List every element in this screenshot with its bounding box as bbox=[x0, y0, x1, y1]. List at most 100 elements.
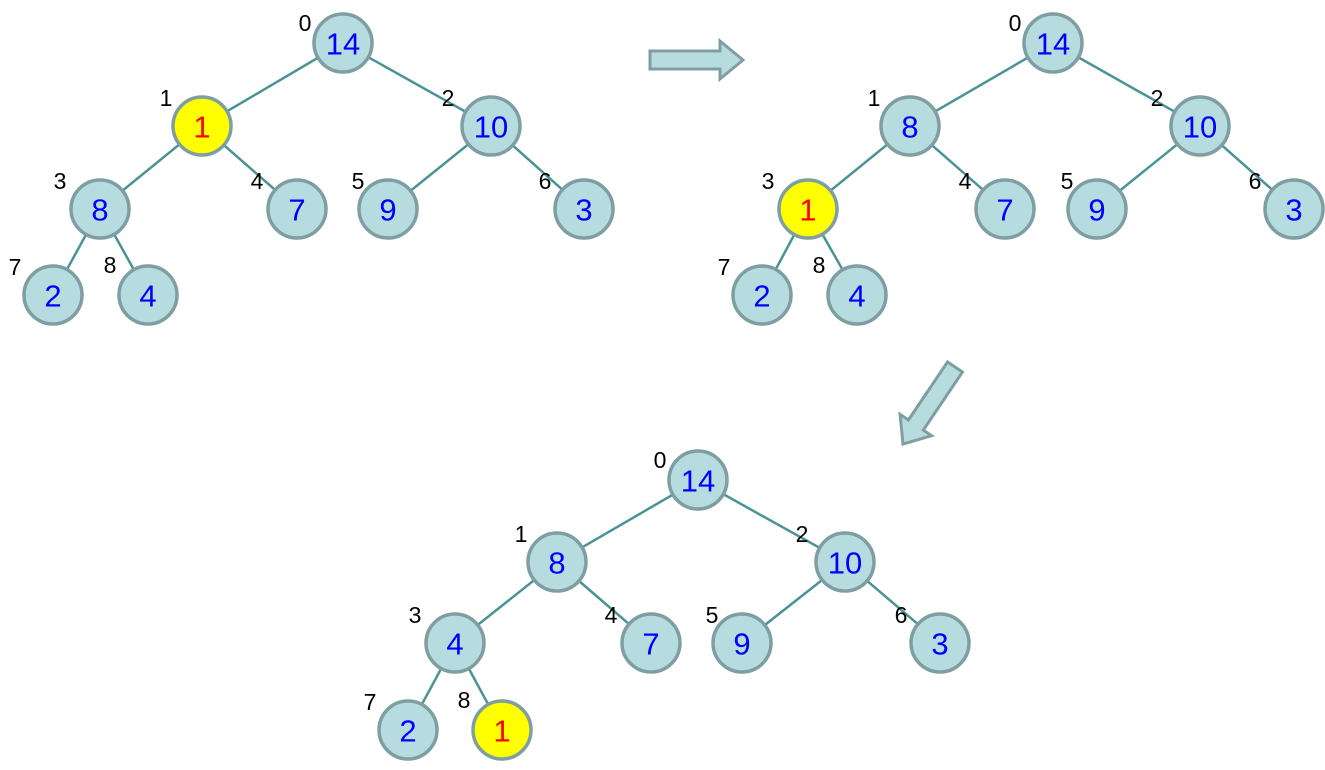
node-circle bbox=[553, 178, 615, 240]
heap-node: 27 bbox=[718, 254, 793, 326]
node-index-label: 7 bbox=[364, 689, 377, 715]
heap-node: 74 bbox=[605, 602, 682, 674]
heap-node: 36 bbox=[1249, 168, 1325, 240]
node-circle bbox=[266, 178, 328, 240]
node-value: 1 bbox=[193, 110, 210, 145]
node-value: 4 bbox=[848, 279, 865, 314]
node-value: 9 bbox=[1088, 193, 1105, 228]
node-circle bbox=[357, 178, 419, 240]
heap-node: 95 bbox=[352, 168, 419, 240]
node-circle bbox=[667, 449, 729, 511]
heap-node: 102 bbox=[1151, 85, 1231, 157]
node-index-label: 4 bbox=[605, 602, 618, 628]
node-index-label: 2 bbox=[442, 85, 455, 111]
heap-node: 140 bbox=[1009, 10, 1084, 74]
node-value: 9 bbox=[379, 193, 396, 228]
node-index-label: 1 bbox=[868, 85, 881, 111]
highlighted-node-circle bbox=[471, 699, 533, 761]
node-index-label: 6 bbox=[539, 168, 552, 194]
node-circle bbox=[826, 264, 888, 326]
node-circle bbox=[974, 178, 1036, 240]
node-index-label: 8 bbox=[458, 687, 471, 713]
node-index-label: 2 bbox=[1151, 85, 1164, 111]
node-value: 9 bbox=[733, 627, 750, 662]
node-value: 10 bbox=[828, 546, 862, 581]
node-value: 14 bbox=[681, 464, 715, 499]
node-value: 7 bbox=[288, 193, 305, 228]
node-value: 2 bbox=[399, 714, 416, 749]
heap-node: 10 2 bbox=[796, 521, 876, 593]
node-index-label: 5 bbox=[352, 168, 365, 194]
arrows-layer bbox=[648, 37, 965, 447]
node-index-label: 3 bbox=[762, 168, 775, 194]
node-circle bbox=[526, 531, 588, 593]
heap-node: 48 bbox=[104, 252, 179, 326]
node-value: 14 bbox=[1036, 27, 1070, 62]
node-index-label: 5 bbox=[1061, 168, 1074, 194]
heap-node: 95 bbox=[706, 602, 773, 674]
node-circle bbox=[460, 95, 522, 157]
node-circle bbox=[424, 612, 486, 674]
heap-node: 48 bbox=[813, 252, 888, 326]
node-index-label: 6 bbox=[1249, 168, 1262, 194]
heap-node: 14 0 bbox=[654, 447, 729, 511]
node-circle bbox=[814, 531, 876, 593]
highlighted-node-circle bbox=[171, 95, 233, 157]
heap-node: 36 bbox=[539, 168, 615, 240]
node-circle bbox=[312, 12, 374, 74]
heap-node: 13 bbox=[762, 168, 839, 240]
tree-step-2-edges bbox=[755, 41, 1307, 306]
node-circle bbox=[1169, 95, 1231, 157]
node-circle bbox=[731, 264, 793, 326]
heap-node: 95 bbox=[1061, 168, 1128, 240]
node-value: 1 bbox=[799, 193, 816, 228]
down-left-arrow-icon bbox=[898, 359, 965, 447]
heap-node: 27 bbox=[9, 254, 84, 326]
node-circle bbox=[22, 264, 84, 326]
heap-node: 36 bbox=[895, 602, 971, 674]
node-value: 3 bbox=[931, 627, 948, 662]
node-value: 3 bbox=[575, 193, 592, 228]
heap-node: 83 bbox=[54, 168, 131, 240]
heap-node: 140 bbox=[299, 10, 374, 74]
heap-node: 81 bbox=[868, 85, 941, 157]
node-value: 8 bbox=[91, 193, 108, 228]
node-value: 10 bbox=[474, 110, 508, 145]
heap-node: 74 bbox=[251, 168, 328, 240]
node-index-label: 8 bbox=[104, 252, 117, 278]
node-circle bbox=[1022, 12, 1084, 74]
node-index-label: 4 bbox=[251, 168, 264, 194]
node-value: 8 bbox=[548, 546, 565, 581]
node-value: 4 bbox=[446, 627, 463, 662]
node-index-label: 6 bbox=[895, 602, 908, 628]
node-circle bbox=[1066, 178, 1128, 240]
node-index-label: 7 bbox=[9, 254, 22, 280]
node-index-label: 0 bbox=[654, 447, 667, 473]
tree-step-1-edges bbox=[46, 41, 596, 306]
node-circle bbox=[909, 612, 971, 674]
node-circle bbox=[1263, 178, 1325, 240]
node-value: 2 bbox=[44, 279, 61, 314]
node-circle bbox=[711, 612, 773, 674]
heap-node: 11 bbox=[160, 85, 233, 157]
right-arrow-icon bbox=[648, 37, 746, 83]
node-circle bbox=[620, 612, 682, 674]
tree-step-3-edges bbox=[401, 478, 953, 742]
heap-node: 81 bbox=[515, 521, 588, 593]
node-index-label: 3 bbox=[54, 168, 67, 194]
node-index-label: 4 bbox=[959, 168, 972, 194]
node-value: 1 bbox=[493, 714, 510, 749]
node-index-label: 2 bbox=[796, 521, 809, 547]
node-index-label: 1 bbox=[515, 521, 528, 547]
node-circle bbox=[117, 264, 179, 326]
heap-node: 43 bbox=[409, 602, 486, 674]
node-value: 8 bbox=[901, 110, 918, 145]
node-index-label: 3 bbox=[409, 602, 422, 628]
highlighted-node-circle bbox=[777, 178, 839, 240]
heap-node: 10 2 bbox=[442, 85, 522, 157]
heap-node: 74 bbox=[959, 168, 1036, 240]
